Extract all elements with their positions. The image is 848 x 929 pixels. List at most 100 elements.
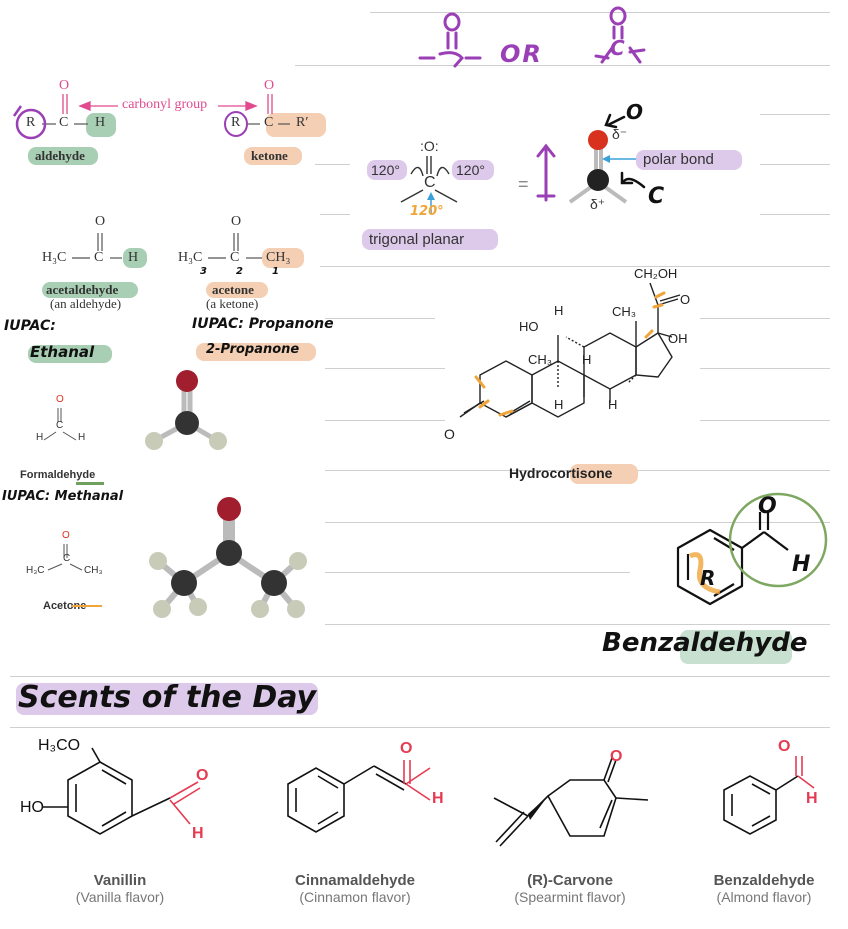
hydrocortisone-oh: OH — [668, 331, 688, 346]
formaldehyde-o: O — [56, 394, 64, 405]
benzaldehyde-hand-drawing — [676, 492, 828, 606]
carvone-structure — [493, 757, 649, 847]
hydrocortisone-h-3: H — [554, 397, 564, 412]
acetone-sub: (a ketone) — [206, 296, 259, 311]
ketone-r: R — [231, 115, 241, 130]
acetone-strikethrough — [72, 605, 102, 607]
formaldehyde-iupac: IUPAC: Methanal — [2, 489, 124, 504]
formaldehyde-c: C — [56, 420, 64, 431]
carbonyl-diagram — [12, 94, 290, 140]
acetaldehyde-h3c: H₃C — [42, 250, 67, 265]
delta-plus: δ⁺ — [590, 196, 606, 212]
carbonyl-sketch-c: C — [610, 36, 625, 60]
scent-flavor: (Cinnamon flavor) — [299, 889, 411, 905]
acetone-struct-c: C — [63, 553, 71, 564]
acetone-struct-ch3: CH₃ — [84, 565, 103, 576]
cinnamaldehyde-o: O — [400, 740, 413, 757]
acetone-ch3: CH₃ — [266, 250, 291, 265]
hydrocortisone-h-4: H — [608, 397, 618, 412]
polarity-arrow — [536, 143, 556, 202]
ruled-line — [320, 214, 350, 215]
acetone-model — [149, 497, 307, 618]
scents-title-highlight — [16, 683, 318, 715]
carbon-number-2: 2 — [236, 266, 243, 277]
scent-name: Vanillin — [93, 872, 147, 889]
delta-minus: δ⁻ — [612, 126, 628, 142]
scent-item-vanillin: Vanillin (Vanilla flavor) — [40, 872, 200, 905]
ruled-line — [320, 266, 830, 267]
hydrocortisone-h-1: H — [554, 303, 564, 318]
ruled-line — [370, 12, 830, 13]
scent-item-benzaldehyde: Benzaldehyde (Almond flavor) — [684, 872, 844, 905]
acetone-c: C — [230, 250, 240, 265]
acetaldehyde-acetone-bonds — [72, 233, 262, 259]
vanillin-h: H — [192, 825, 204, 842]
acetone-h3c: H₃C — [178, 250, 203, 265]
acetaldehyde-name-pill — [42, 282, 138, 298]
acetone-name: acetone — [212, 282, 254, 297]
hand-arrows — [604, 113, 646, 189]
ketone-label: ketone — [251, 148, 288, 163]
aldehyde-label: aldehyde — [35, 148, 85, 163]
acetaldehyde-h: H — [128, 250, 139, 265]
acetaldehyde-sub: (an aldehyde) — [50, 296, 122, 311]
acetone-structure — [47, 544, 83, 571]
benzaldehyde-hand-r: R — [700, 566, 716, 590]
vanillin-ho: HO — [20, 799, 44, 816]
trigonal-label: trigonal planar — [369, 231, 465, 248]
ruled-line — [325, 572, 630, 573]
ruled-line — [760, 114, 830, 115]
scent-item-cinnamaldehyde: Cinnamaldehyde (Cinnamon flavor) — [270, 872, 440, 905]
ketone-r-highlight — [266, 113, 326, 137]
trigonal-center-atom: C — [424, 174, 436, 191]
formaldehyde-underline — [76, 482, 104, 485]
angle-right-pill — [452, 160, 494, 180]
trigonal-label-pill — [362, 229, 498, 250]
ketone-o: O — [264, 78, 275, 93]
aldehyde-h-highlight — [86, 113, 116, 137]
hand-c: C — [648, 184, 665, 209]
cinnamaldehyde-h: H — [432, 790, 444, 807]
ruled-line — [10, 727, 830, 728]
ruled-line — [295, 65, 830, 66]
scent-flavor: (Spearmint flavor) — [514, 889, 626, 905]
acetone-model-name: Acetone — [43, 600, 87, 612]
angle-left: 120° — [371, 162, 400, 178]
angle-bottom: 120° — [410, 204, 444, 219]
scent-name: Cinnamaldehyde — [294, 872, 416, 889]
trigonal-diagram — [400, 156, 458, 214]
polar-bond-label: polar bond — [643, 151, 714, 168]
scent-name: (R)-Carvone — [527, 872, 613, 889]
carbonyl-sketch — [418, 6, 646, 68]
carbonyl-group-label: carbonyl group — [122, 97, 208, 112]
vanillin-o: O — [196, 767, 209, 784]
benzaldehyde-hand-h: H — [792, 552, 811, 577]
scent-item-carvone: (R)-Carvone (Spearmint flavor) — [490, 872, 650, 905]
ruled-line — [760, 164, 830, 165]
hydrocortisone-h-2: H — [582, 352, 592, 367]
ruled-line — [10, 676, 830, 677]
benzaldehyde-hand-label: Benzaldehyde — [602, 628, 808, 658]
ruled-line — [325, 318, 435, 319]
ruled-line — [700, 368, 830, 369]
polar-bond-pill — [636, 150, 742, 170]
ruled-line — [325, 624, 830, 625]
acetaldehyde-name: acetaldehyde — [46, 282, 119, 297]
ruled-line — [325, 420, 445, 421]
benzaldehyde-h: H — [806, 790, 818, 807]
angle-right: 120° — [456, 162, 485, 178]
scent-flavor: (Almond flavor) — [716, 889, 812, 905]
ball-stick-carbonyl — [568, 130, 628, 204]
aldehyde-label-pill — [28, 147, 98, 165]
hydrocortisone-ch2oh: CH₂OH — [634, 266, 678, 281]
hand-o: O — [626, 100, 644, 124]
vanillin-h3co: H₃CO — [38, 737, 81, 754]
iupac-left-name: Ethanal — [30, 343, 95, 361]
formaldehyde-name: Formaldehyde — [20, 469, 96, 481]
acetaldehyde-o: O — [95, 214, 106, 229]
trigonal-top-atom: :O: — [420, 138, 439, 154]
equals-sign: = — [518, 174, 529, 194]
ethanal-pill — [28, 345, 112, 363]
ruled-line — [325, 522, 830, 523]
